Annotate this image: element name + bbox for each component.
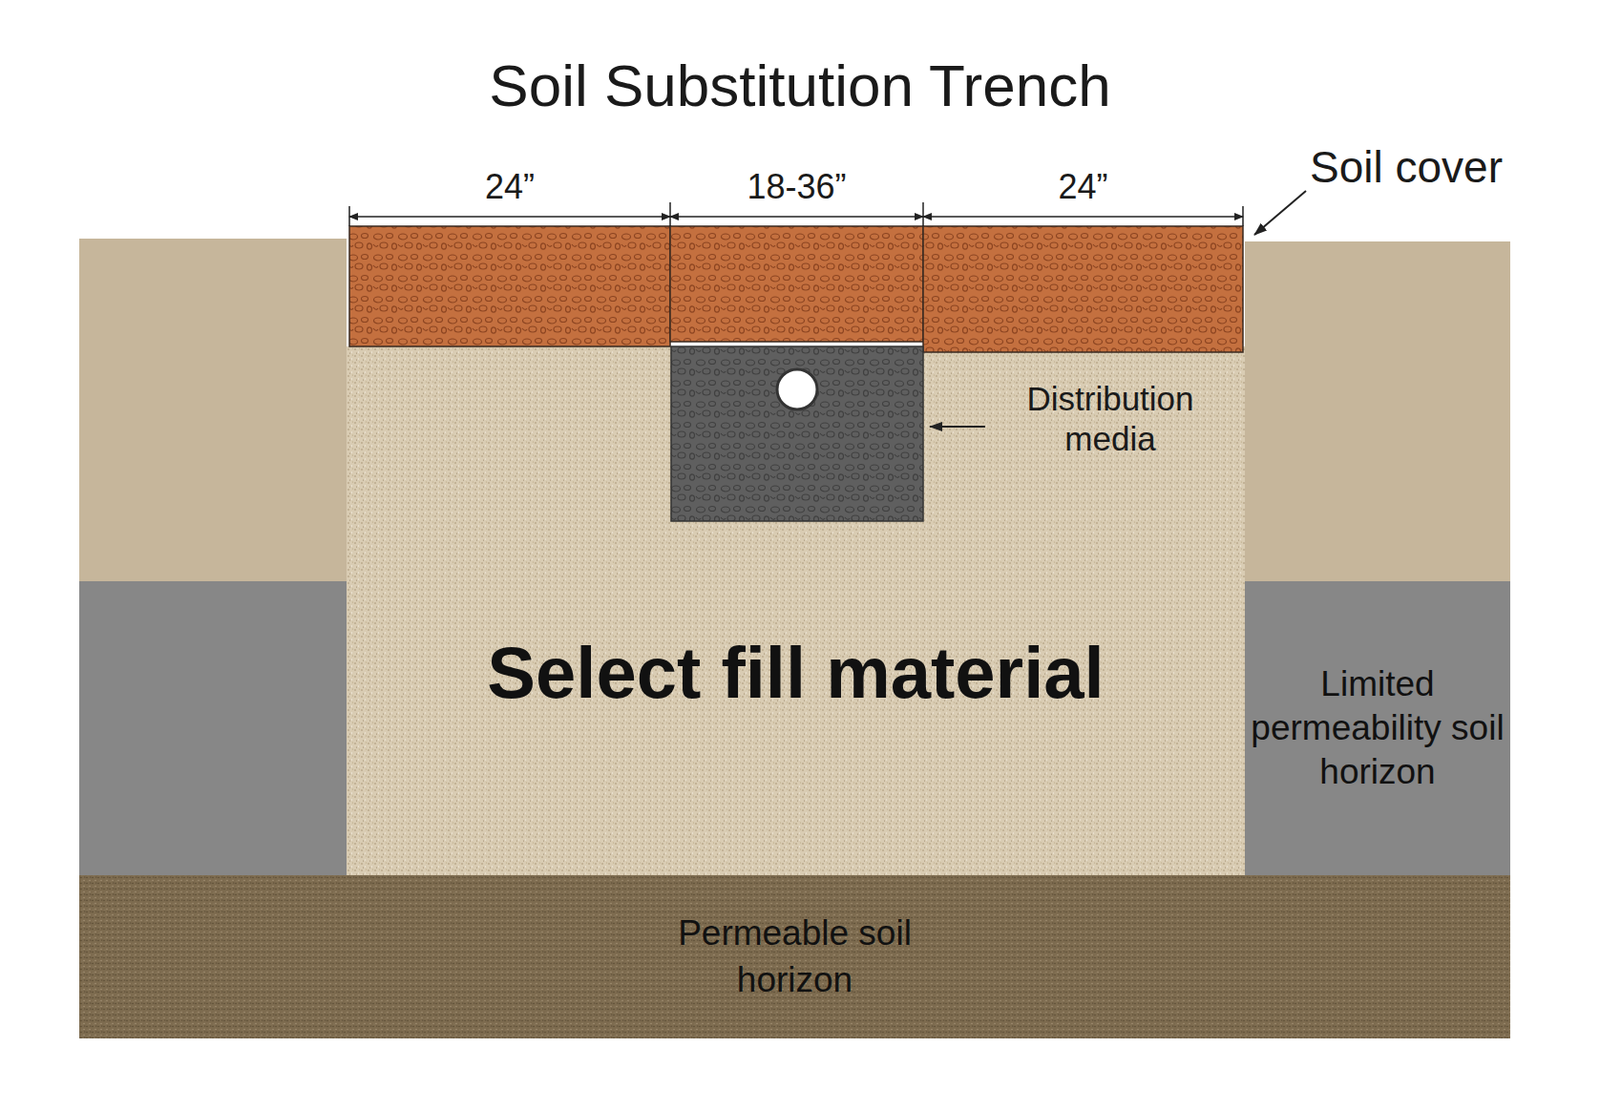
dimension-tick (1242, 206, 1244, 227)
node-text: Permeable soil horizon (668, 910, 922, 1003)
diagram-title: Soil Substitution Trench (0, 51, 1600, 121)
dimension-label: 24” (349, 166, 671, 208)
dimension-line (670, 215, 924, 218)
limited-permeability-layer (1244, 581, 1511, 876)
select-fill (346, 346, 1245, 876)
leader-line (929, 425, 986, 428)
soil-cover (923, 226, 1243, 353)
dimension-label: 24” (923, 166, 1243, 208)
permeable-layer (79, 875, 1511, 1039)
node-text: Limited permeability soil horizon (1248, 662, 1507, 796)
dimension-line (923, 215, 1243, 218)
distribution-pipe (777, 369, 818, 410)
dimension-label: 18-36” (670, 166, 924, 208)
node-text: Select fill material (486, 631, 1104, 715)
native-soil (79, 238, 347, 582)
soil-cover (670, 226, 924, 342)
callout-label: Distribution media (990, 378, 1230, 460)
limited-permeability-layer (79, 581, 347, 876)
callout-label: Soil cover (1309, 141, 1587, 194)
distribution-media (671, 346, 924, 522)
leader-line (1254, 190, 1306, 235)
dimension-tick (922, 202, 925, 227)
native-soil (1244, 241, 1511, 582)
soil-cover (349, 226, 671, 347)
dimension-tick (669, 202, 672, 227)
soil-band: Limited permeability soil horizon (1244, 581, 1511, 876)
soil-band: Permeable soil horizon (79, 875, 1511, 1039)
dimension-line (349, 215, 671, 218)
dimension-tick (348, 206, 351, 227)
